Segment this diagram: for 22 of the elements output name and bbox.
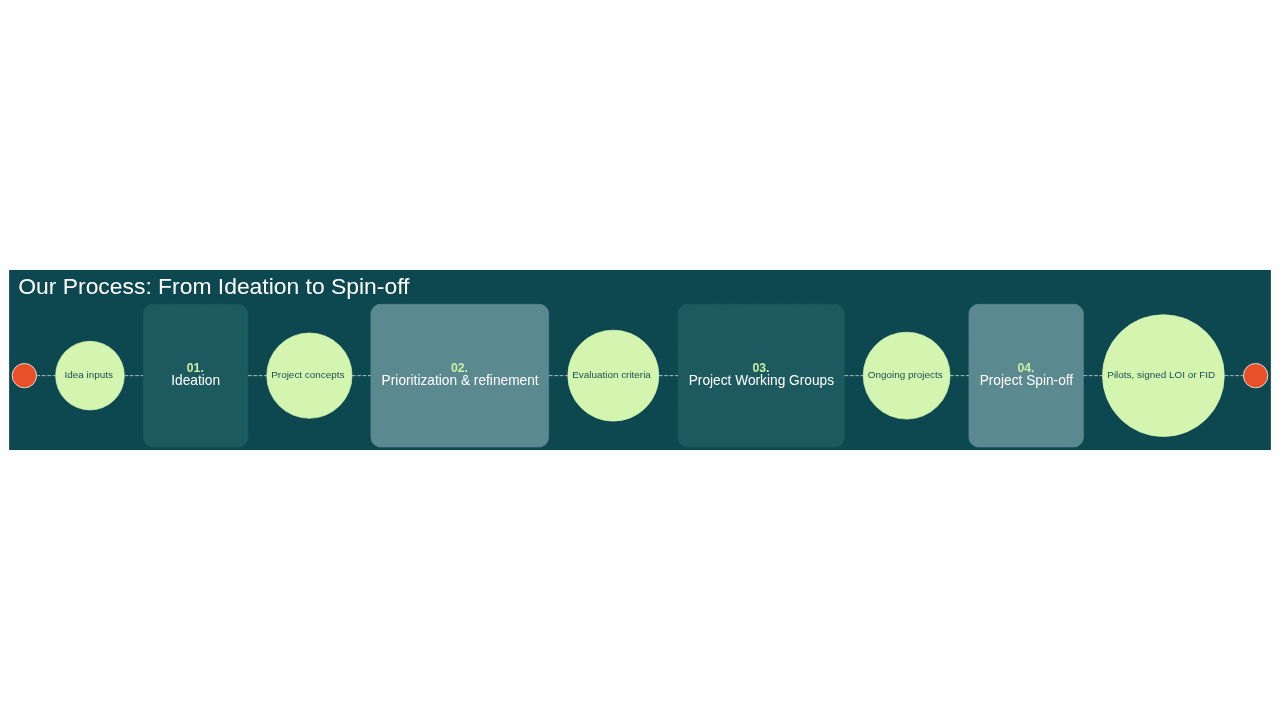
node-circle: Idea inputs: [55, 340, 125, 411]
connector: [844, 375, 864, 376]
diagram-title: Our Process: From Ideation to Spin-off: [18, 273, 410, 300]
node-circle: Pilots, signed LOI or FID: [1102, 314, 1225, 437]
connector: [36, 375, 56, 376]
connector: [1224, 375, 1244, 376]
connector: [247, 375, 268, 376]
connector: [949, 375, 970, 376]
node-box: 04. Project Spin-off: [968, 303, 1084, 448]
connector: [124, 375, 144, 376]
node-circle: [1243, 363, 1269, 389]
node-circle: [11, 363, 37, 389]
node-circle: Ongoing projects: [862, 331, 951, 420]
node-box: 01. Ideation: [143, 303, 249, 448]
connector: [1083, 375, 1103, 376]
node-box: 03. Project Working Groups: [677, 303, 845, 448]
connector: [351, 375, 372, 376]
connector: [658, 375, 679, 376]
node-circle: Project concepts: [266, 332, 353, 419]
node-circle: Evaluation criteria: [567, 329, 660, 422]
connector: [548, 375, 568, 376]
node-box: 02. Prioritization & refinement: [370, 303, 550, 448]
